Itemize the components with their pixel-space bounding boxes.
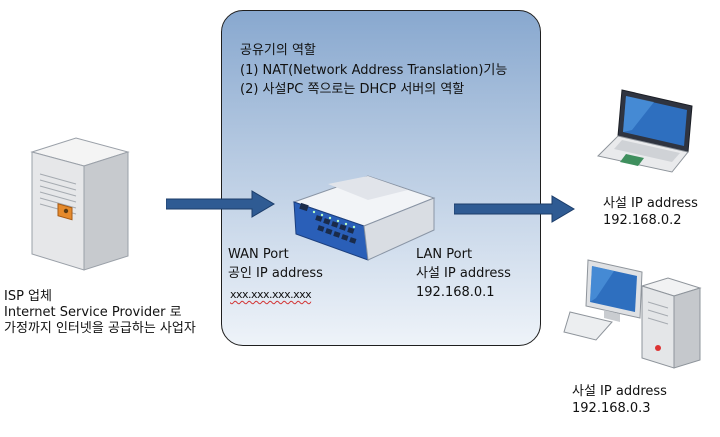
arrow-right-icon (454, 195, 575, 223)
laptop-icon (596, 89, 693, 173)
isp-title: ISP 업체 (4, 289, 52, 304)
isp-description-line2: 가정까지 인터넷을 공급하는 사업자 (4, 321, 196, 336)
wan-ip-value: xxx.xxx.xxx.xxx (230, 288, 312, 301)
desktop-ip-value: 192.168.0.3 (572, 401, 651, 416)
router-role-nat: (1) NAT(Network Address Translation)기능 (240, 63, 508, 78)
server-icon (30, 137, 130, 271)
router-title: 공유기의 역할 (240, 43, 316, 58)
desktop-icon (563, 259, 702, 369)
wan-port-label: WAN Port (228, 247, 289, 262)
laptop-ip-label: 사설 IP address (603, 196, 698, 211)
isp-description-line1: Internet Service Provider 로 (4, 305, 182, 320)
wan-ip-label: 공인 IP address (228, 266, 323, 281)
lan-ip-label: 사설 IP address (416, 266, 511, 281)
router-icon (292, 175, 436, 261)
arrow-right-icon (166, 190, 275, 218)
desktop-ip-label: 사설 IP address (572, 384, 667, 399)
router-role-box (221, 10, 541, 346)
lan-port-label: LAN Port (416, 247, 473, 262)
lan-ip-value: 192.168.0.1 (416, 285, 495, 300)
laptop-ip-value: 192.168.0.2 (603, 213, 682, 228)
router-role-dhcp: (2) 사설PC 쪽으로는 DHCP 서버의 역할 (240, 82, 465, 97)
